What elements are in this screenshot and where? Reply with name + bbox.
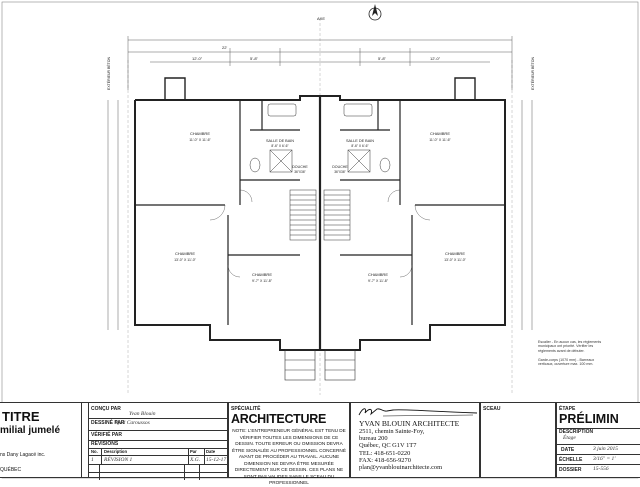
specialite-title: ARCHITECTURE: [231, 412, 327, 426]
dim-top-2: 5'-8": [250, 56, 259, 61]
verifie-label: VÉRIFIÉ PAR: [91, 432, 123, 438]
room-size-0: 11'-0" X 11'-6": [189, 138, 211, 142]
echelle-value: 3/16" = 1': [593, 456, 616, 462]
date-label: DATE: [561, 447, 575, 453]
titre-line3: QUÉBEC: [0, 467, 22, 473]
room-name-7: CHAMBRE: [252, 272, 272, 277]
titre-line2: ns Dany Lagacé inc.: [0, 452, 46, 458]
echelle-label: ÉCHELLE: [559, 457, 583, 463]
rev-row-desc: RÉVISION 1: [101, 456, 188, 464]
axis-top-label: AXE: [317, 16, 325, 21]
table-row: 1 RÉVISION 1 X.G. 15-12-17: [89, 456, 227, 465]
firm-tel: TEL: 418-651-0220: [359, 449, 411, 457]
titre-label: TITRE: [2, 409, 40, 424]
dim-top-3: 12'-0": [430, 56, 441, 61]
sceau-label: SCEAU: [483, 406, 501, 412]
titleblock-sceau: SCEAU: [480, 402, 556, 478]
revisions-label: RÉVISIONS: [91, 441, 119, 447]
room-size-9: 13'-0" X 11'-0": [444, 258, 467, 262]
titleblock-gap: [82, 402, 88, 478]
room-name-4: DOUCHE: [292, 165, 308, 169]
room-name-5: DOUCHE: [332, 165, 348, 169]
firm-address: 2511, chemin Sainte-Foy, bureau 200 Québ…: [359, 428, 442, 471]
rev-header-desc: Description: [101, 449, 188, 455]
room-size-1: 11'-0" X 11'-6": [429, 138, 451, 142]
room-size-3: 8'-6" X 6'-6": [351, 144, 369, 148]
specialite-note: NOTE: L'ENTREPRENEUR GÉNÉRAL EST TENU DE…: [232, 428, 346, 485]
room-size-2: 8'-6" X 6'-6": [271, 144, 289, 148]
room-size-4: 36"X36": [294, 170, 305, 174]
room-name-0: CHAMBRE: [190, 131, 210, 136]
plan-note-stairs: Escalier - En aucun cas, les règlements …: [538, 340, 602, 353]
room-name-2: SALLE DE BAIN: [266, 139, 294, 143]
room-name-9: CHAMBRE: [445, 251, 465, 256]
dossier-value: 15-556: [593, 466, 609, 472]
dessine-value: Syril Caroussos: [115, 420, 150, 426]
specialite-label: SPÉCIALITÉ: [231, 406, 261, 412]
concu-value: Yvan Blouin: [129, 411, 156, 417]
room-size-8: 9'-7" X 11'-8": [368, 279, 389, 283]
etape-label: ÉTAPE: [559, 406, 576, 412]
titleblock-etape: ÉTAPE PRÉLIMIN DESCRIPTION Étage DATE 3 …: [556, 402, 640, 478]
description-label: DESCRIPTION: [559, 429, 594, 435]
titleblock-firm: YVAN BLOUIN ARCHITECTE 2511, chemin Sain…: [350, 402, 480, 478]
right-side-label: EXTÉRIEUR BÉTON: [530, 57, 535, 90]
date-value: 3 juin 2015: [593, 446, 619, 452]
etape-value: PRÉLIMIN: [559, 412, 619, 426]
titleblock-specialite: SPÉCIALITÉ ARCHITECTURE NOTE: L'ENTREPRE…: [228, 402, 350, 485]
revisions-table: No. Description Par Date 1 RÉVISION 1 X.…: [89, 448, 227, 480]
firm-addr3: Québec, QC G1V 1T7: [359, 442, 417, 450]
firm-email: plan@yvanblouinarchitecte.com: [359, 464, 443, 472]
room-name-1: CHAMBRE: [430, 131, 450, 136]
titleblock-titre: TITRE milial jumelé ns Dany Lagacé inc. …: [0, 402, 82, 478]
rev-header-par: Par: [188, 449, 204, 455]
rev-header-date: Date: [204, 449, 227, 455]
firm-name: YVAN BLOUIN ARCHITECTE: [359, 419, 460, 428]
dessine-label: DESSINÉ PAR: [91, 420, 125, 426]
titleblock-people: CONÇU PAR Yvan Blouin DESSINÉ PAR Syril …: [88, 402, 228, 480]
stairs: [289, 189, 351, 241]
room-size-5: 36"X36": [334, 170, 345, 174]
room-name-8: CHAMBRE: [368, 272, 388, 277]
rev-row-par: X.G.: [188, 456, 204, 464]
concu-label: CONÇU PAR: [91, 406, 121, 412]
dim-top-0: 22': [222, 45, 227, 50]
room-size-7: 9'-7" X 11'-8": [252, 279, 273, 283]
north-arrow-icon: [368, 4, 382, 21]
dim-top-4: 5'-8": [378, 56, 387, 61]
dim-top-1: 12'-0": [192, 56, 203, 61]
dossier-label: DOSSIER: [559, 467, 582, 473]
titre-line1: milial jumelé: [0, 425, 61, 436]
rev-header-no: No.: [91, 449, 98, 454]
room-name-3: SALLE DE BAIN: [346, 139, 374, 143]
rev-row-date: 15-12-17: [204, 456, 227, 464]
firm-logo-signature: [358, 408, 478, 417]
description-value: Étage: [563, 435, 576, 441]
room-size-6: 13'-0" X 11'-0": [174, 258, 197, 262]
firm-addr1: 2511, chemin Sainte-Foy,: [359, 428, 425, 435]
left-side-label: EXTÉRIEUR BÉTON: [106, 57, 111, 90]
room-name-6: CHAMBRE: [175, 251, 195, 256]
rev-row-no: 1: [91, 457, 94, 463]
firm-addr2: bureau 200: [359, 435, 388, 443]
plan-note-guardrail: Garde-corps (1070 mm) - Barreaux vertica…: [538, 358, 595, 367]
firm-fax: FAX: 418-656-9270: [359, 456, 411, 464]
